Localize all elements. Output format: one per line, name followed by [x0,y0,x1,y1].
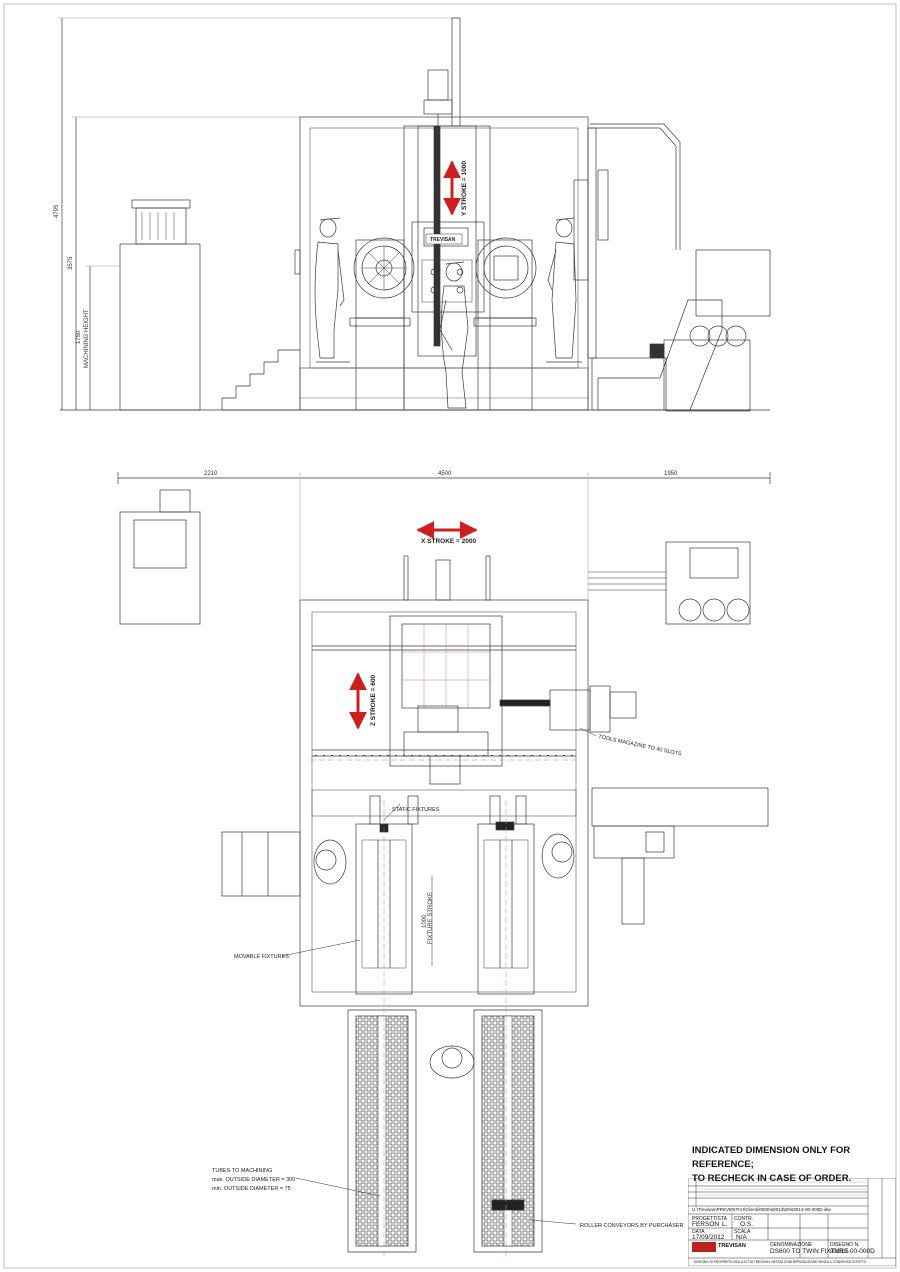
designer-initial: L. [722,1221,728,1228]
designer-label: PROGETTISTA [692,1216,727,1222]
dim-machining-height-label: MACHINING HEIGHT [84,309,90,368]
title-block-grid [688,1178,896,1266]
drawing-title: DS600 TO TWIN FIXTURE [770,1248,849,1255]
z-stroke-label: Z STROKE = 600 [370,675,377,726]
drawing-number: s0013-00-000D [830,1248,875,1255]
title-label: DENOMINAZIONE [770,1242,813,1248]
date-value: 17/09/2012 [692,1234,725,1241]
brand-plate [425,233,463,245]
reference-note: INDICATED DIMENSION ONLY FOR REFERENCE; … [692,1144,892,1186]
y-stroke-label: Y STROKE = 1000 [461,161,468,216]
dim-machining-height-value: 1750 [76,330,82,344]
fixture-stroke-label: FIXTURE STROKE [428,892,434,944]
dim-height-overall: 4795 [54,204,60,218]
reference-note-line2: TO RECHECK IN CASE OF ORDER. [692,1173,852,1184]
fixture-stroke-value: 1000 [422,914,428,928]
movable-fixtures-label: MOVABLE FIXTURES [234,954,289,960]
ownership-footer: DISEGNO DI PROPRIETA' DELLA DITTA TREVIS… [694,1260,867,1264]
tools-magazine-label: TOOLS MAGAZINE TO 40 SLOTS [598,734,683,758]
checker-value: O.S. [740,1221,754,1228]
company-name: TREVISAN [718,1243,746,1249]
drawing-number-label: DISEGNO N. [830,1242,860,1248]
roller-conveyors-label: ROLLER CONVEYORS BY PURCHASER [580,1223,684,1229]
tubes-label-line3: min. OUTSIDE DIAMETER = 75 [212,1186,291,1192]
dim-width-center: 4500 [438,471,452,477]
front-elevation [58,17,771,412]
sheet-border [3,3,897,1269]
static-fixtures-label: STATIC FIXTURES [392,807,440,813]
leader-lines [281,727,597,1225]
reference-note-line1: INDICATED DIMENSION ONLY FOR REFERENCE; [692,1145,851,1170]
title-block: U:\Trevisan\PREVENTIVI\Clienti\0000\s001… [688,1178,896,1266]
designer-value: FERSON [692,1221,720,1228]
x-stroke-label: X STROKE = 2000 [421,538,476,545]
date-label: DATA [692,1229,705,1235]
tubes-label-line1: TUBES TO MACHINING [212,1168,272,1174]
dim-width-left: 2210 [204,471,218,477]
plan-view [117,472,771,1253]
dim-width-right: 1950 [664,471,678,477]
company-logo [692,1242,716,1252]
checker-label: CONTR. [734,1216,754,1222]
scale-value: N/A [736,1234,747,1241]
dim-height-mid: 3575 [68,256,74,270]
scale-label: SCALA [734,1229,751,1235]
file-path: U:\Trevisan\PREVENTIVI\Clienti\0000\s001… [692,1207,831,1212]
centerlines [310,759,580,1256]
brand-plate-text: TREVISAN [430,237,456,243]
tubes-label-line2: max. OUTSIDE DIAMETER = 300 [212,1177,295,1183]
